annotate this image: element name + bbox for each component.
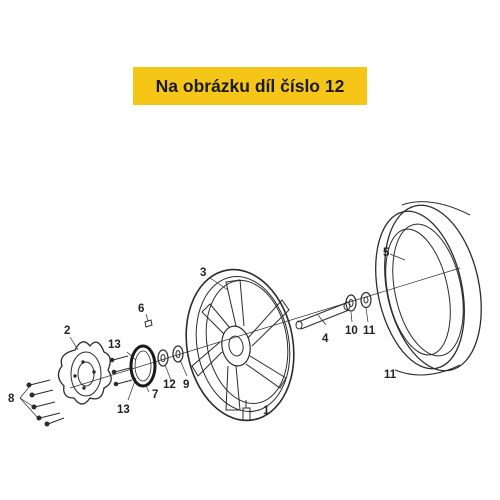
banner-text: Na obrázku díl číslo 12 — [155, 75, 345, 96]
callout-1: 1 — [263, 405, 270, 417]
part-number-banner: Na obrázku díl číslo 12 — [133, 67, 367, 105]
callout-11-tire: 11 — [384, 369, 397, 381]
callout-13-top: 13 — [108, 339, 121, 351]
sensor-ring — [129, 344, 157, 388]
callout-11-seal: 11 — [363, 325, 376, 337]
rim — [185, 268, 295, 422]
callout-12: 12 — [163, 379, 176, 391]
callout-9: 9 — [183, 379, 189, 391]
leader-lines — [19, 253, 406, 419]
callout-4: 4 — [322, 333, 329, 345]
brake-disc — [57, 341, 112, 405]
seal-right — [360, 291, 372, 309]
disc-bolts — [26, 379, 65, 427]
callout-3: 3 — [200, 267, 206, 279]
callout-6: 6 — [138, 303, 144, 315]
axle-centerline — [69, 267, 461, 389]
balance-weight — [144, 319, 153, 328]
callout-8: 8 — [8, 393, 15, 405]
callout-7: 7 — [152, 389, 158, 401]
callout-2: 2 — [64, 325, 70, 337]
axle-spacer — [295, 301, 351, 330]
valve — [242, 400, 251, 421]
callout-5: 5 — [383, 247, 390, 259]
callout-10: 10 — [345, 325, 358, 337]
callout-13-bottom: 13 — [117, 404, 130, 416]
seal-left — [157, 349, 169, 367]
bearing-right — [345, 294, 357, 312]
bearing-left — [172, 345, 184, 363]
tire — [375, 201, 482, 376]
ring-bolts — [109, 355, 133, 387]
